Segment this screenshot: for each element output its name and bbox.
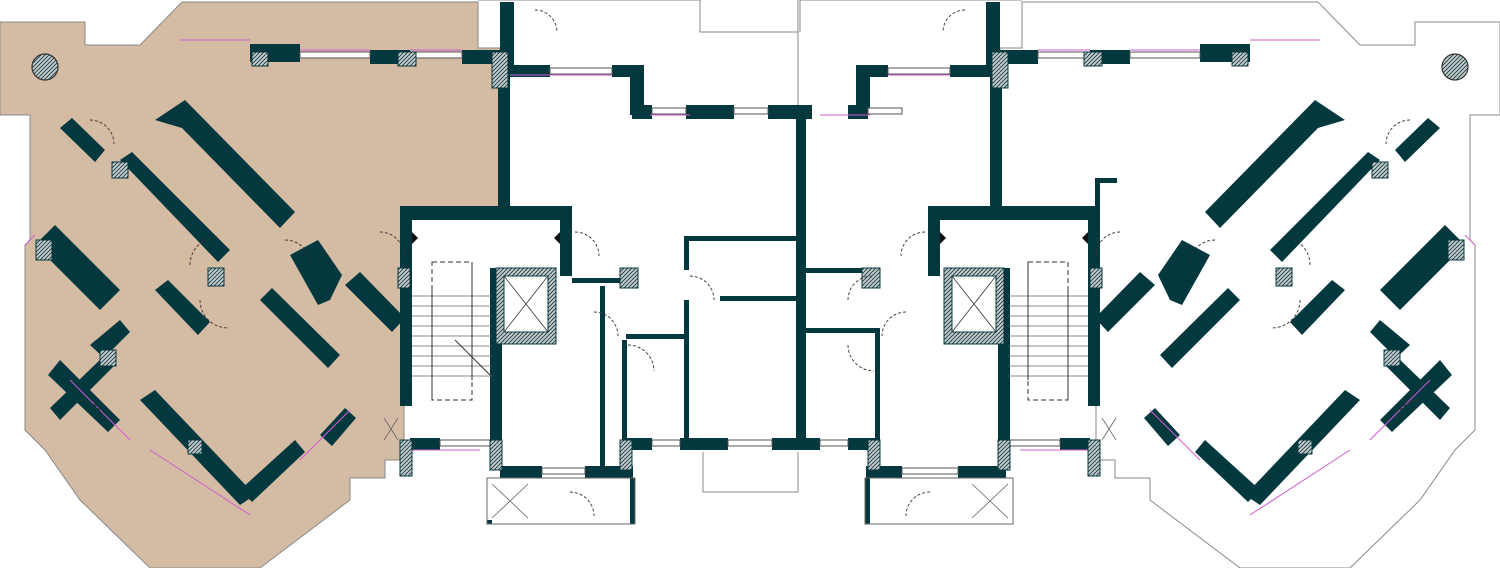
stairwell-left bbox=[412, 261, 492, 401]
round-column-left bbox=[31, 53, 59, 81]
triangle-markers bbox=[412, 232, 1088, 244]
elevator-right bbox=[943, 267, 1005, 345]
stairwell-right bbox=[1008, 261, 1088, 401]
doors bbox=[79, 9, 1421, 517]
elevator-left bbox=[495, 267, 557, 345]
hatched-columns bbox=[35, 51, 1465, 477]
top-balcony-right bbox=[797, 0, 1022, 105]
round-column-right bbox=[1441, 53, 1469, 81]
bottom-balconies bbox=[383, 417, 1117, 525]
bottom-bay-outline bbox=[702, 452, 799, 493]
